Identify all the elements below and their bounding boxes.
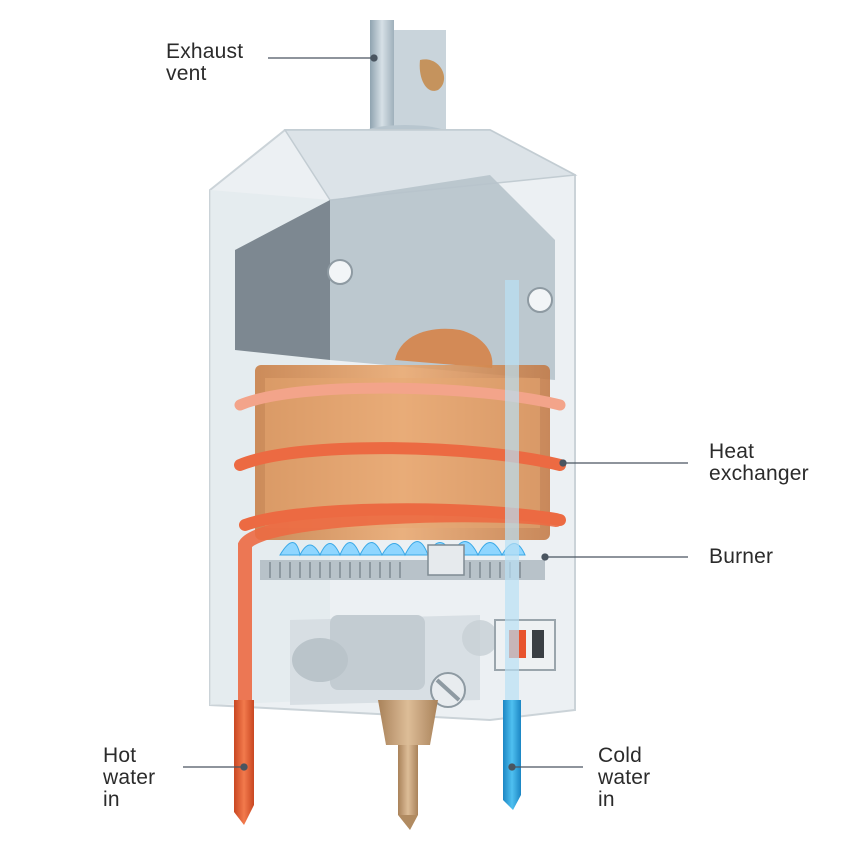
combustion-hood [235,175,555,380]
hot-water-pipe [234,508,563,825]
label-exhaust-vent-line2: vent [166,62,207,85]
gas-valve-assembly [290,615,498,708]
cold-water-pipe [503,280,521,810]
label-hot-water-in-line3: in [103,788,120,811]
burner-bar [260,544,545,580]
label-burner: Burner [709,546,773,568]
label-burner-line1: Burner [709,545,774,568]
label-hot-water-in-line2: water [103,766,156,789]
label-cold-water-in-line3: in [598,788,615,811]
leader-dot-heat-exchanger [559,459,567,467]
gas-inlet-pipe [378,700,438,830]
power-switch [494,619,556,671]
leader-dot-exhaust-vent [370,54,378,62]
leader-dot-cold-water-in [508,763,516,771]
label-cold-water-in-line2: water [598,766,651,789]
label-heat-exchanger-line2: exchanger [709,462,809,485]
exhaust-vent-pipe [360,20,450,150]
label-cold-water-in: Cold water in [598,745,650,811]
label-cold-water-in-line1: Cold [598,744,642,767]
label-exhaust-vent: Exhaust vent [166,41,243,85]
label-heat-exchanger-line1: Heat [709,440,755,463]
leader-dot-burner [541,553,549,561]
label-heat-exchanger: Heat exchanger [709,441,809,485]
label-hot-water-in-line1: Hot [103,744,137,767]
label-hot-water-in: Hot water in [103,745,155,811]
leader-lines [183,54,688,771]
label-exhaust-vent-line1: Exhaust [166,40,244,63]
leader-dot-hot-water-in [240,763,248,771]
